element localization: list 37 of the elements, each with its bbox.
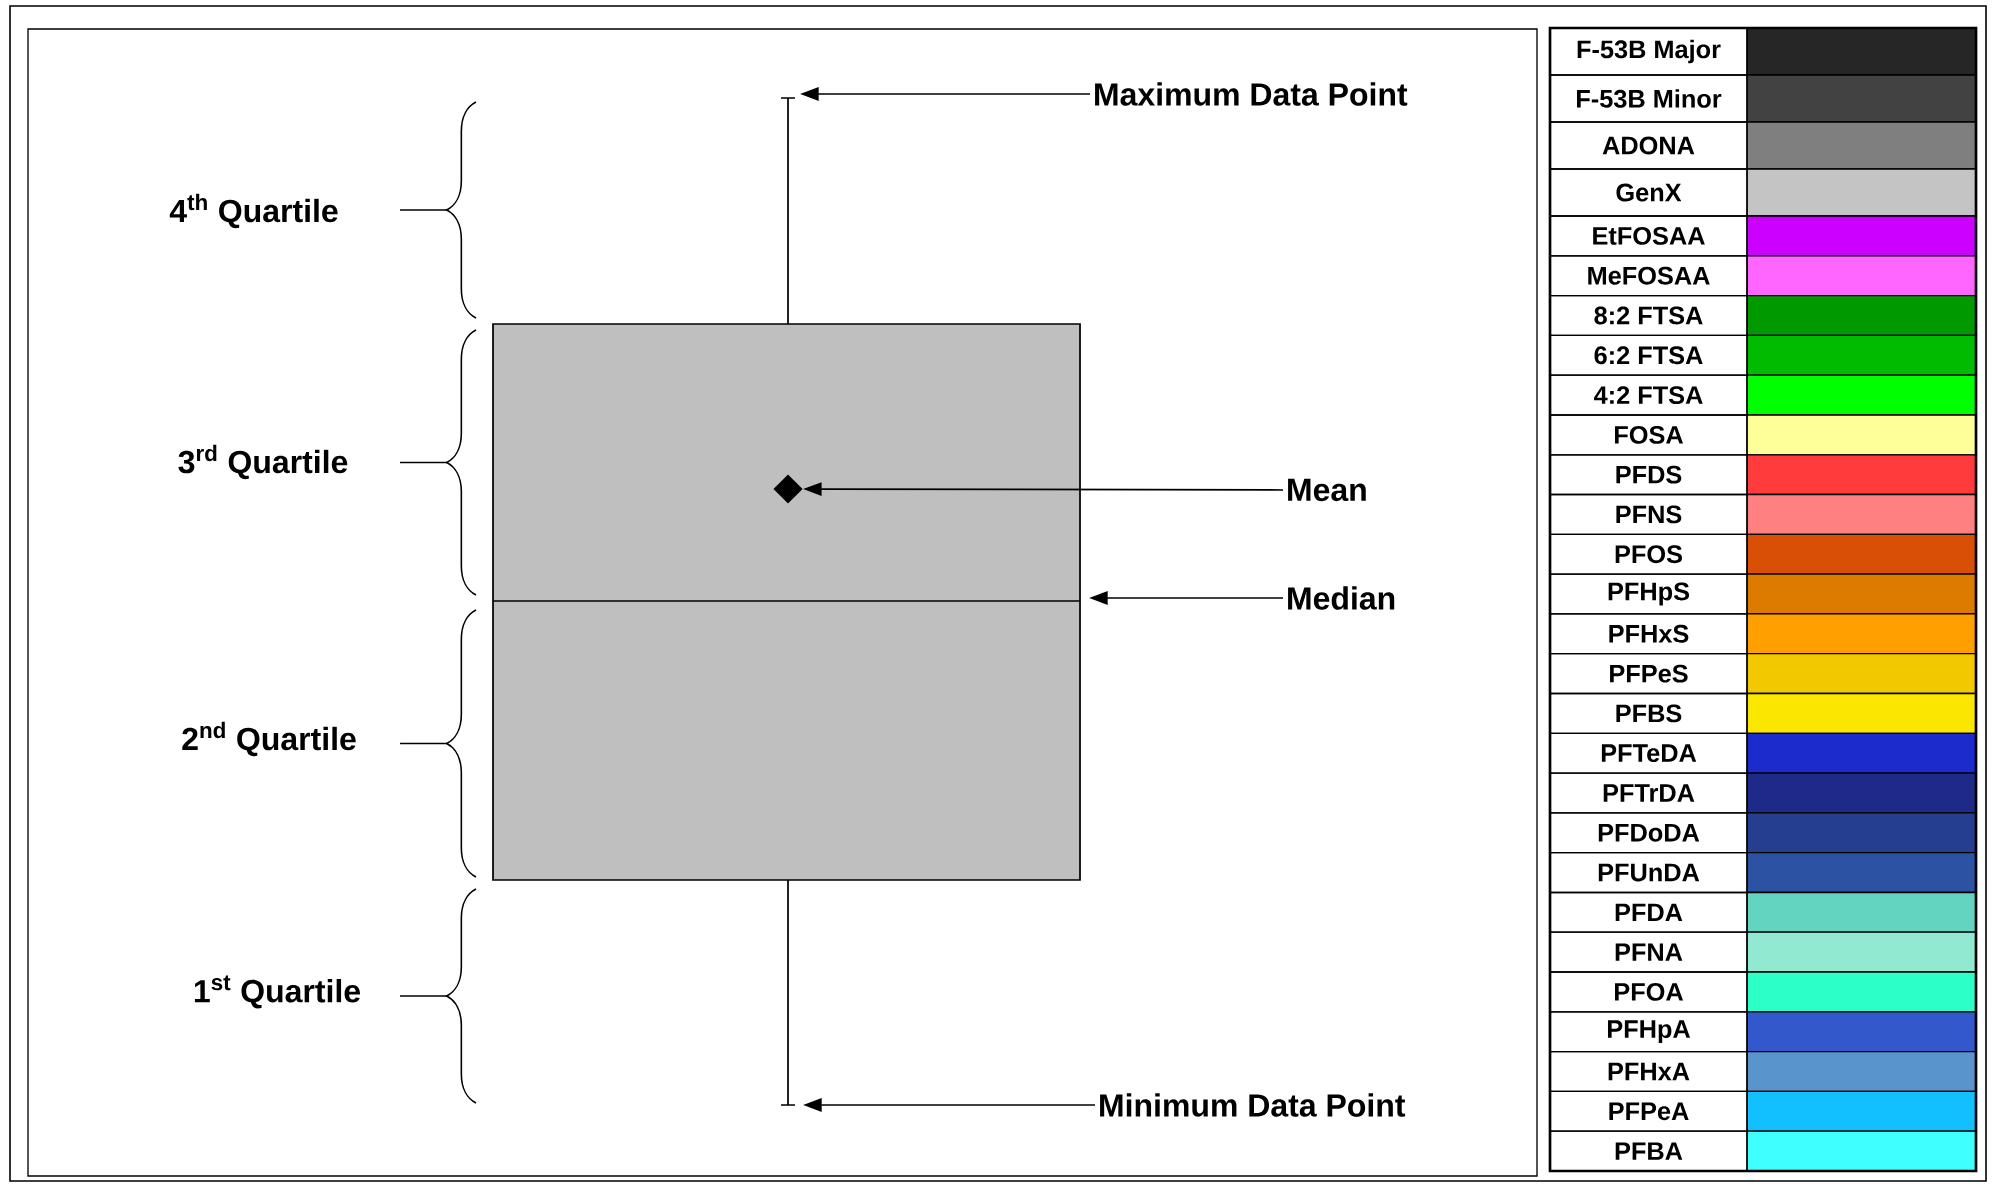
legend-label: MeFOSAA <box>1549 255 1748 297</box>
legend-label: ADONA <box>1549 121 1748 170</box>
legend-label: PFPeS <box>1549 653 1748 695</box>
mean-marker <box>773 474 803 504</box>
label: 4$^{th}$ Quartile <box>169 193 338 229</box>
legend-label: PFUnDA <box>1549 852 1748 894</box>
callout-text: Maximum Data Point <box>1095 82 1408 106</box>
label: 1$^{st}$ Quartile <box>194 975 361 1009</box>
legend-label: PFHpA <box>1549 1011 1748 1053</box>
legend-label: 6:2 FTSA <box>1549 334 1748 376</box>
legend-label: PFOA <box>1549 971 1748 1013</box>
legend-label: F-53B Minor <box>1549 74 1748 123</box>
legend-label: PFDS <box>1549 454 1748 496</box>
legend-label: FOSA <box>1549 414 1748 456</box>
callout-text: Minimum Data Point <box>1100 1093 1406 1117</box>
legend-label: PFTrDA <box>1549 772 1748 814</box>
legend-label: PFOS <box>1549 533 1748 575</box>
label: 3$^{rd}$ Quartile <box>178 444 348 480</box>
legend-label: PFDA <box>1549 891 1748 933</box>
legend-label: PFNA <box>1549 931 1748 973</box>
legend-label: PFHxA <box>1549 1050 1748 1093</box>
label: 2$^{nd}$ Quartile <box>182 721 356 757</box>
legend-label: PFHpS <box>1549 573 1748 615</box>
callout-text: Mean <box>1288 478 1366 502</box>
legend-label: GenX <box>1549 168 1748 217</box>
legend-label: 8:2 FTSA <box>1549 294 1748 337</box>
legend-label: PFDoDA <box>1549 812 1748 854</box>
legend-label: PFPeA <box>1549 1090 1748 1132</box>
legend-label: 4:2 FTSA <box>1549 374 1748 416</box>
legend-label: F-53B Major <box>1549 27 1748 76</box>
callout-text: Median <box>1288 586 1395 610</box>
legend-label: PFTeDA <box>1549 732 1748 774</box>
legend-label: PFBA <box>1549 1130 1748 1172</box>
legend-label: PFHxS <box>1549 613 1748 655</box>
legend-label: PFNS <box>1549 493 1748 535</box>
legend-label: PFBS <box>1549 692 1748 734</box>
legend-label: EtFOSAA <box>1549 215 1748 257</box>
